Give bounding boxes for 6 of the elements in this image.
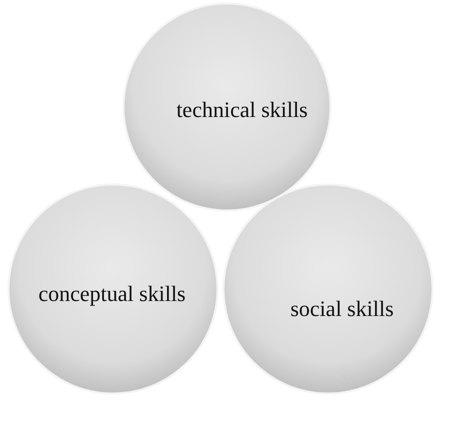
circle-label: technical skills xyxy=(175,97,309,124)
venn-circle xyxy=(222,183,434,395)
circle-label: conceptual skills xyxy=(37,281,187,308)
circle-label: social skills xyxy=(289,296,395,322)
venn-circle xyxy=(7,183,219,395)
venn-circle xyxy=(122,2,332,212)
